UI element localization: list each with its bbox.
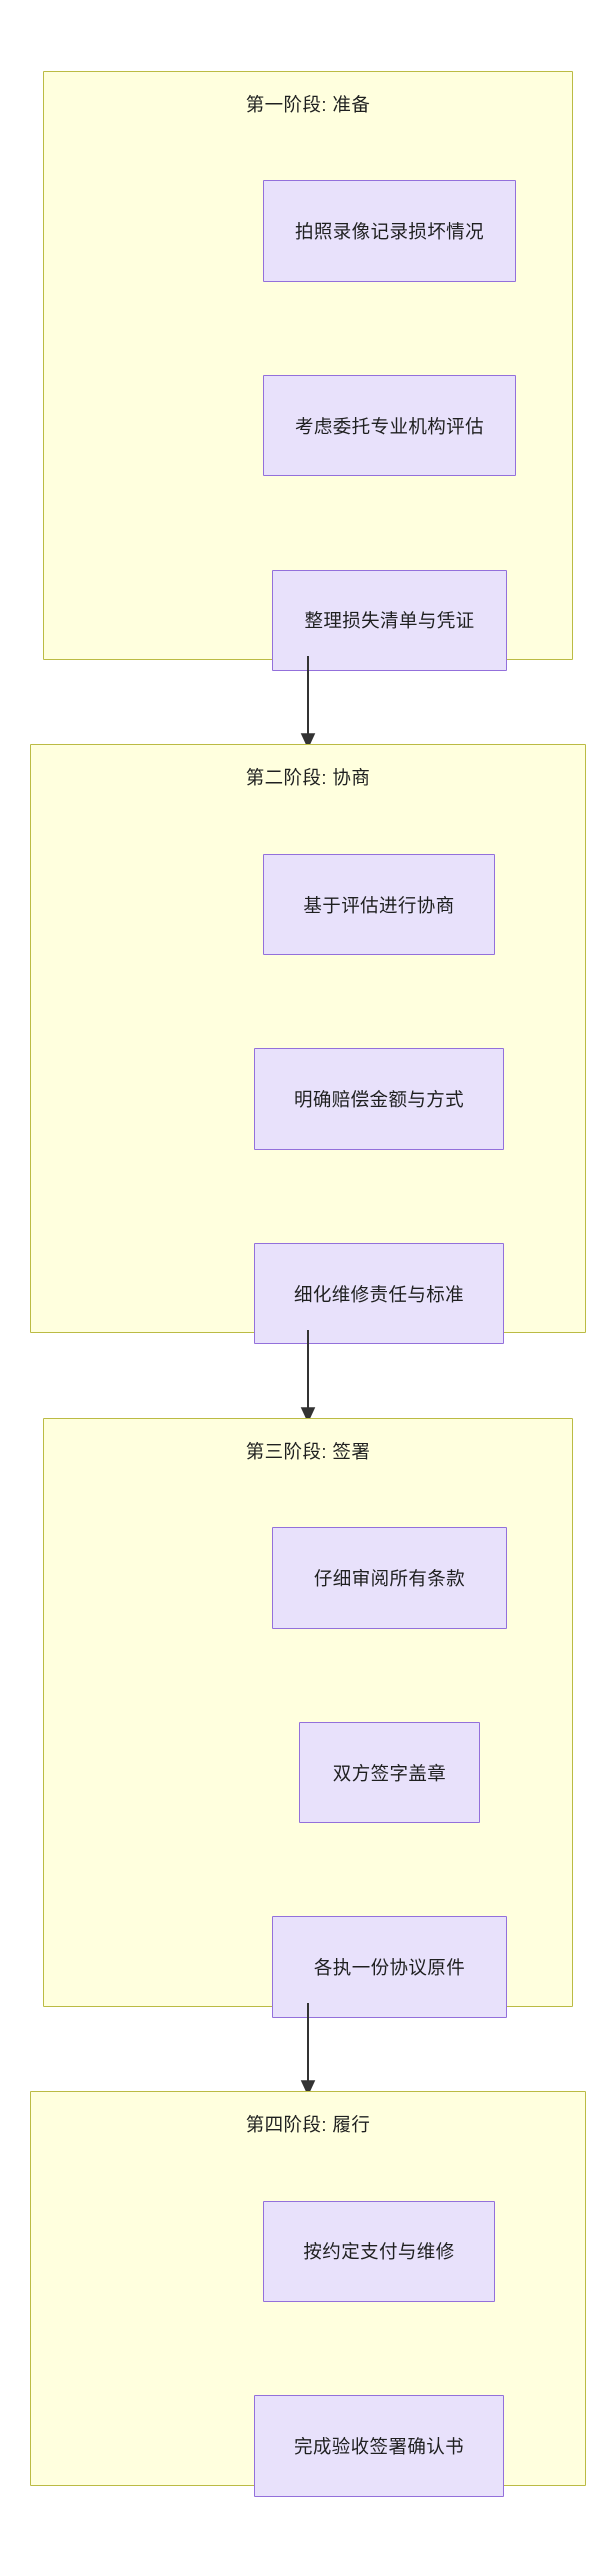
phase-title-1: 第一阶段: 准备 — [245, 94, 371, 116]
node-label: 拍照录像记录损坏情况 — [294, 221, 484, 243]
node-label: 完成验收签署确认书 — [293, 2435, 465, 2457]
node-label: 各执一份协议原件 — [313, 1957, 466, 1979]
phase-title-4: 第四阶段: 履行 — [245, 2114, 371, 2136]
node-label: 基于评估进行协商 — [303, 894, 455, 916]
node-p2-n2[interactable]: 明确赔偿金额与方式 — [254, 1048, 504, 1150]
node-label: 按约定支付与维修 — [303, 2241, 455, 2263]
node-p1-n3[interactable]: 整理损失清单与凭证 — [272, 569, 507, 672]
phase-container-2: 第二阶段: 协商 基于评估进行协商 明确赔偿金额与方式 细化维修责任与标准 — [30, 744, 586, 1345]
node-p1-n2[interactable]: 考虑委托专业机构评估 — [263, 374, 516, 477]
phase-container-4: 第四阶段: 履行 按约定支付与维修 完成验收签署确认书 — [30, 2091, 586, 2497]
node-label: 考虑委托专业机构评估 — [294, 415, 484, 437]
arrowhead — [300, 2080, 316, 2097]
phase-title-3: 第三阶段: 签署 — [245, 1440, 371, 1462]
phase-container-3: 第三阶段: 签署 仔细审阅所有条款 双方签字盖章 各执一份协议原件 — [43, 1417, 573, 2018]
arrowhead — [300, 733, 316, 750]
node-p2-n3[interactable]: 细化维修责任与标准 — [254, 1242, 504, 1345]
phase-title-2: 第二阶段: 协商 — [245, 767, 371, 789]
node-p4-n1[interactable]: 按约定支付与维修 — [263, 2200, 495, 2303]
phase-container-1: 第一阶段: 准备 拍照录像记录损坏情况 考虑委托专业机构评估 整理损失清单与凭证 — [43, 71, 573, 672]
node-label: 双方签字盖章 — [332, 1762, 447, 1784]
node-label: 仔细审阅所有条款 — [313, 1567, 466, 1589]
node-p4-n2[interactable]: 完成验收签署确认书 — [254, 2395, 504, 2497]
node-p3-n3[interactable]: 各执一份协议原件 — [272, 1916, 507, 2018]
edge-phase3-to-phase4 — [300, 2003, 316, 2097]
edge-phase1-to-phase2 — [300, 656, 316, 750]
node-label: 整理损失清单与凭证 — [304, 610, 475, 632]
node-label: 明确赔偿金额与方式 — [293, 1089, 465, 1111]
node-p3-n2[interactable]: 双方签字盖章 — [299, 1721, 480, 1824]
node-p1-n1[interactable]: 拍照录像记录损坏情况 — [263, 180, 516, 282]
arrowhead — [300, 1407, 316, 1423]
edge-phase2-to-phase3 — [300, 1329, 316, 1423]
node-label: 细化维修责任与标准 — [293, 1283, 465, 1305]
node-p2-n1[interactable]: 基于评估进行协商 — [263, 853, 495, 956]
node-p3-n1[interactable]: 仔细审阅所有条款 — [272, 1527, 507, 1629]
